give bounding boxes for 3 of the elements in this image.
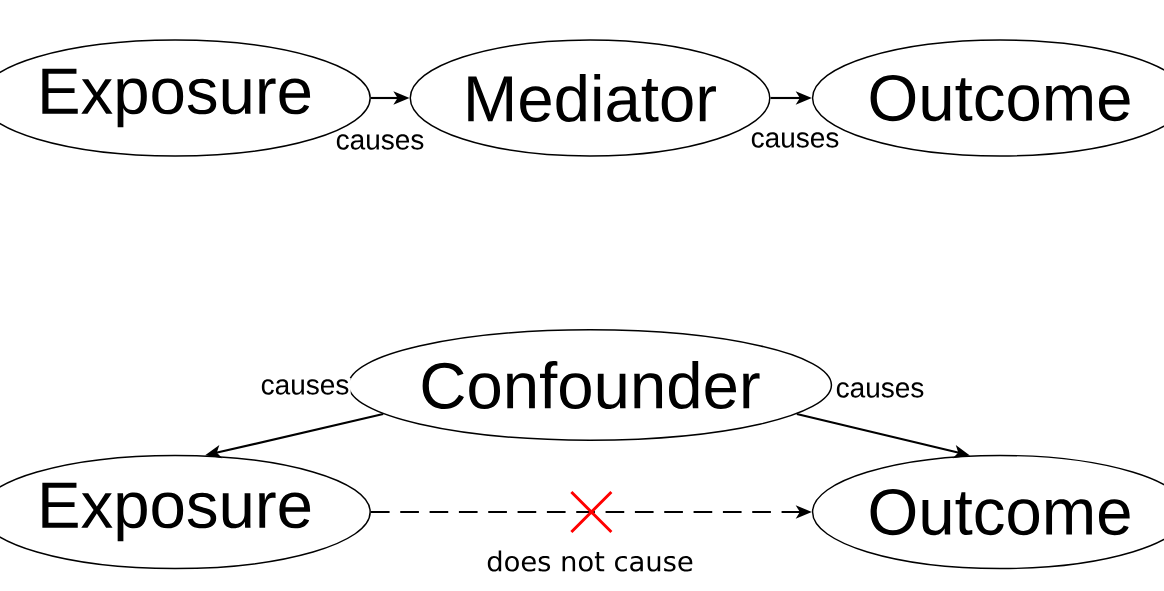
- edge-label: causes: [259, 378, 351, 396]
- edge-label: does not cause: [484, 549, 696, 573]
- edge-label: causes: [834, 381, 926, 399]
